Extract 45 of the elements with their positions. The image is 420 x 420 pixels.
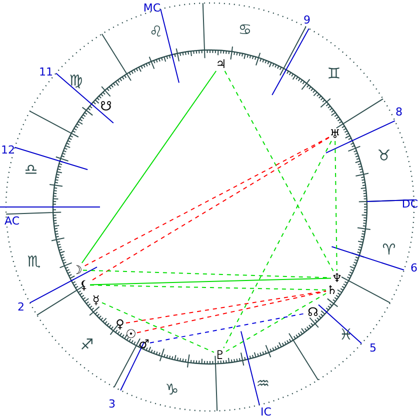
angle-label: MC	[143, 2, 161, 14]
angle-label: AC	[4, 216, 20, 226]
aspect-line	[81, 70, 217, 264]
house-number: 5	[370, 342, 376, 354]
aspect-line	[334, 140, 338, 272]
zodiac-sign-glyph: ♓	[339, 328, 353, 342]
aspect-line	[126, 290, 326, 324]
zodiac-sign-glyph: ♌	[149, 24, 163, 40]
house-number: 8	[396, 106, 402, 118]
zodiac-sign-glyph: ♑	[165, 382, 179, 398]
zodiac-sign-glyph: ♍	[69, 74, 83, 88]
aspect-line	[90, 278, 332, 286]
zodiac-sign-glyph: ♐	[80, 338, 94, 352]
zodiac-sign-glyph: ♊	[327, 66, 341, 82]
aspect-line	[224, 70, 334, 272]
house-number: 3	[108, 398, 116, 410]
planet-glyph: ♀	[114, 317, 126, 331]
angle-label: IC	[260, 406, 272, 418]
planet-glyph: ☿	[90, 293, 102, 307]
aspect-line	[223, 140, 332, 348]
house-number: 11	[39, 66, 53, 78]
zodiac-sign-glyph: ♉	[377, 148, 391, 164]
house-number: 6	[410, 262, 418, 274]
house-number: 2	[18, 302, 24, 312]
planet-glyph: ☋	[100, 100, 112, 114]
planet-glyph: ♇	[214, 348, 226, 362]
aspect-line	[102, 302, 214, 353]
planet-glyph: ☊	[307, 305, 319, 319]
aspect-line	[136, 290, 326, 334]
planet-glyph: ♅	[329, 127, 341, 141]
planet-glyph: ☉	[125, 327, 137, 341]
aspect-line	[226, 293, 326, 352]
zodiac-sign-glyph: ♏	[27, 254, 41, 270]
zodiac-sign-glyph: ♈	[382, 242, 396, 258]
planet-glyph: ⚸	[78, 278, 90, 292]
planet-glyph: ♃	[215, 57, 227, 71]
zodiac-sign-glyph: ♒	[256, 376, 270, 392]
zodiac-sign-glyph: ♎	[24, 162, 38, 178]
planet-glyph: ♆	[331, 271, 343, 285]
aspect-line	[90, 284, 326, 290]
planet-glyph: ♄	[326, 283, 338, 297]
planet-glyph: ☽	[71, 263, 83, 277]
house-number: 9	[304, 14, 310, 26]
zodiac-sign-glyph: ♋	[238, 22, 252, 38]
house-number: 12	[1, 144, 15, 156]
